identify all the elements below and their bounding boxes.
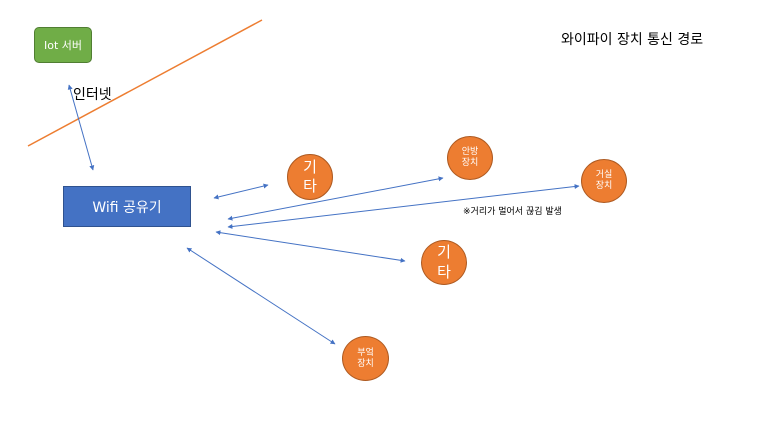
iot-server-node: Iot 서버 [34,27,92,63]
internet-boundary-line [27,19,263,147]
other-device-node-1: 기 타 [287,154,333,200]
internet-label: 인터넷 [73,87,112,103]
anbang-device-node: 안방 장치 [447,136,493,180]
disconnection-note: ※거리가 멀어서 끊김 발생 [463,207,562,217]
living-room-device-node: 거실 장치 [581,159,627,203]
other-device-node-2: 기 타 [421,240,467,285]
diagram-title: 와이파이 장치 통신 경로 [561,32,704,48]
link-router-living-room [227,184,580,229]
kitchen-device-node: 부엌 장치 [342,336,389,381]
wifi-router-node: Wifi 공유기 [63,186,191,227]
link-router-anbang [227,176,444,221]
link-router-other-1 [213,183,269,200]
link-server-router [67,84,95,171]
link-router-other-2 [215,230,406,263]
link-router-kitchen [186,247,336,345]
